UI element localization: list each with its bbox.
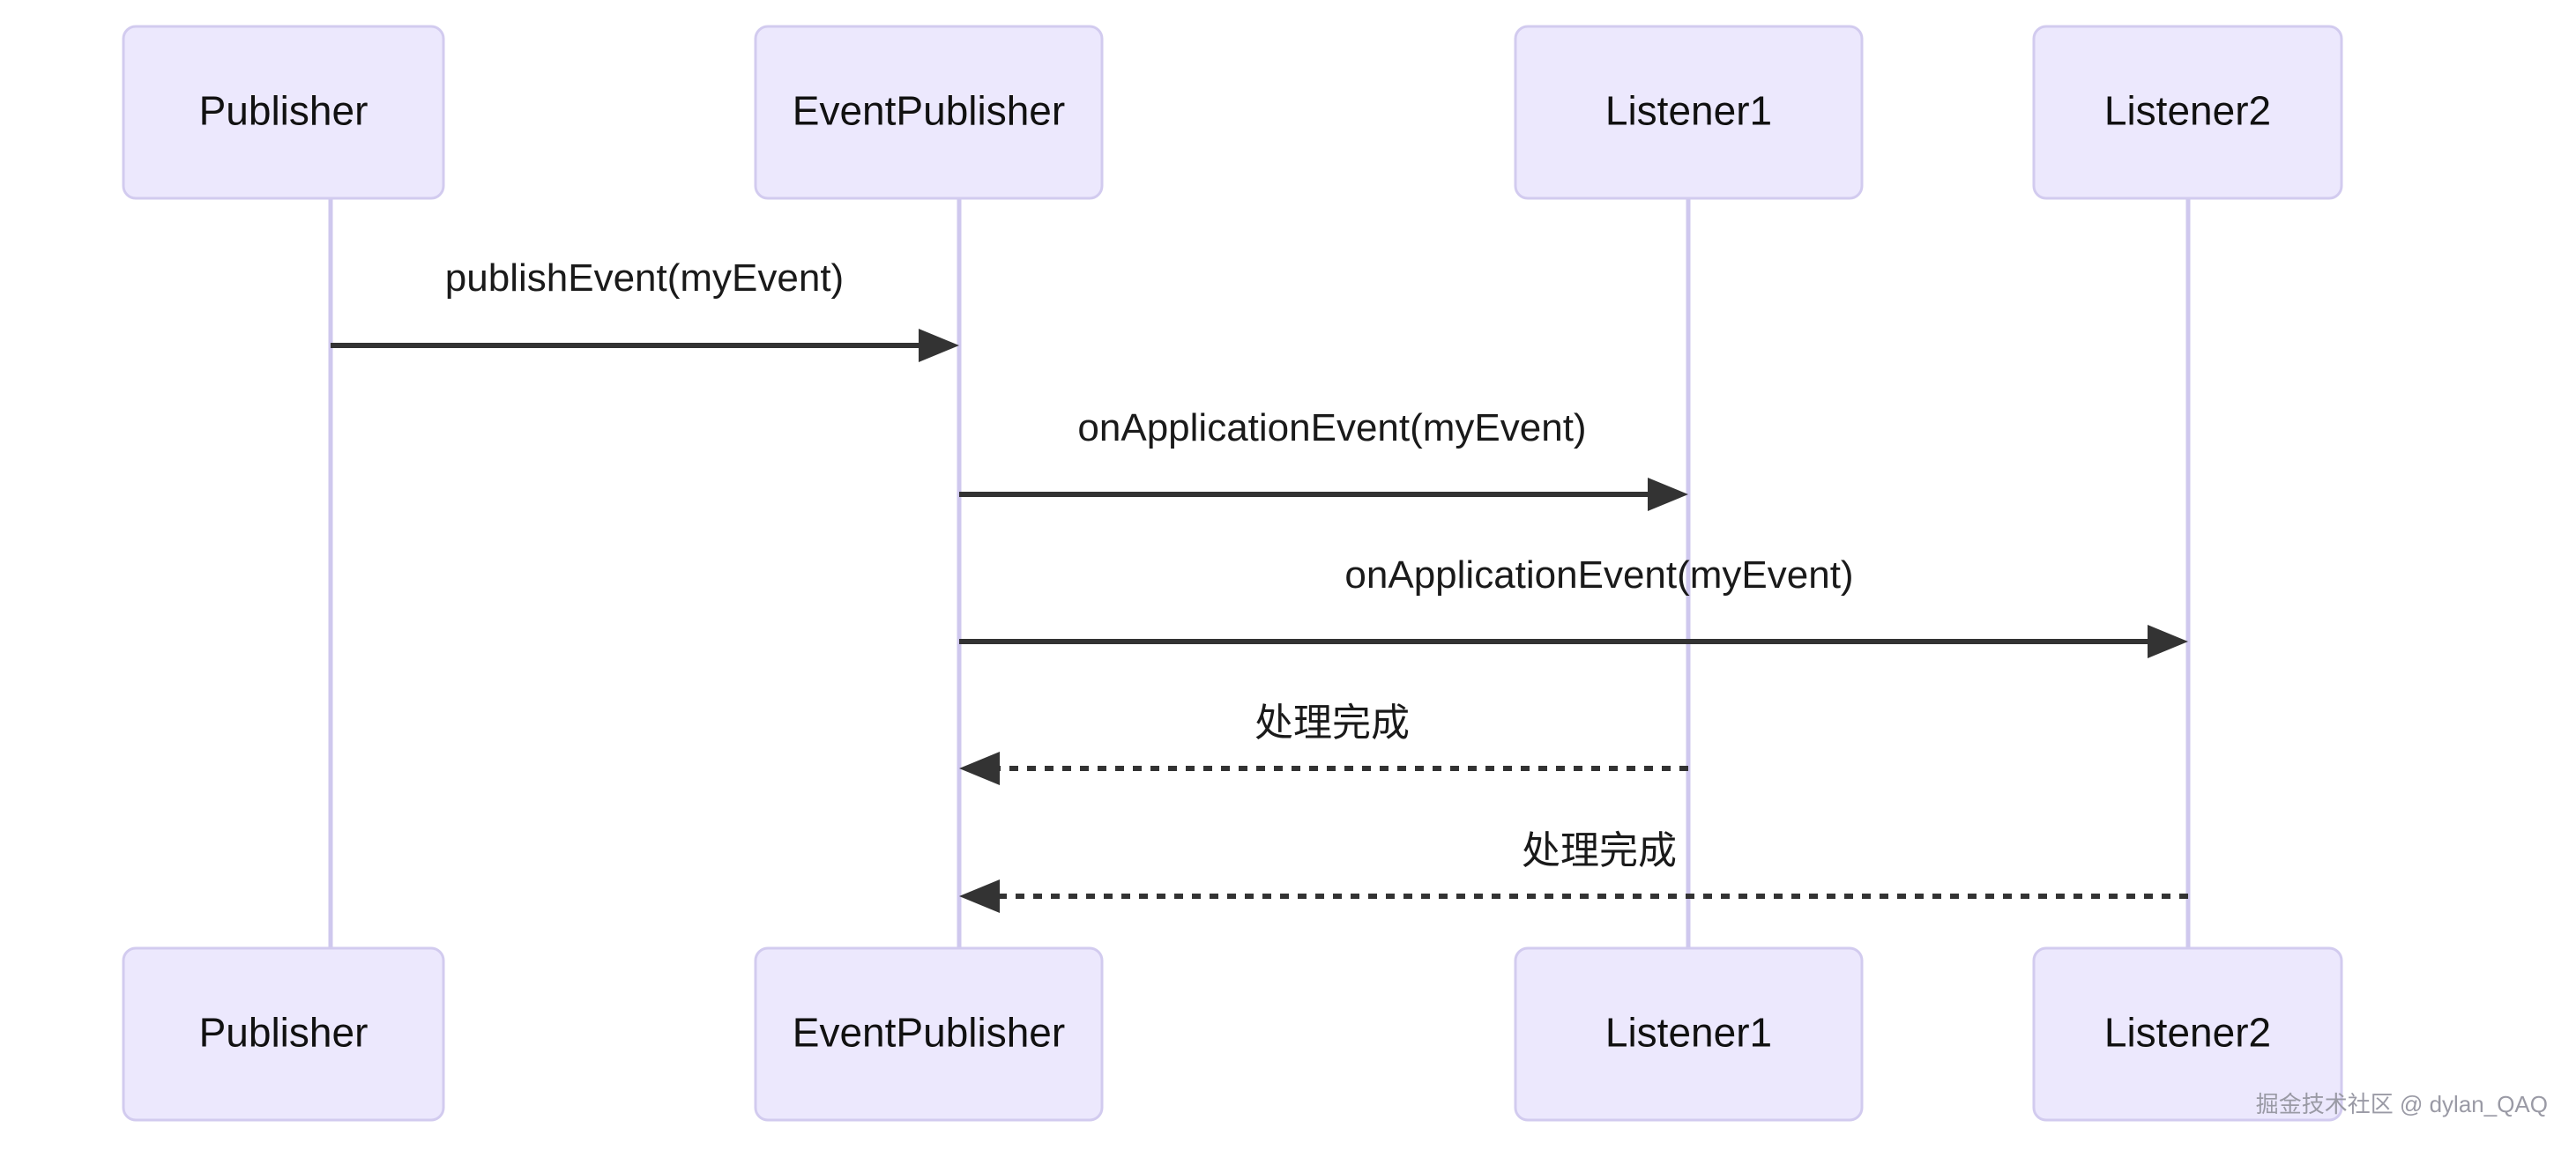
message-2[interactable]: onApplicationEvent(myEvent) bbox=[959, 406, 1688, 511]
actor-label-eventPublisher: EventPublisher bbox=[793, 1010, 1065, 1056]
actor-label-publisher: Publisher bbox=[199, 1010, 369, 1056]
actor-box-rect bbox=[1514, 946, 1864, 1122]
actor-label-listener1: Listener1 bbox=[1605, 1010, 1772, 1056]
actor-label-listener2: Listener2 bbox=[2104, 1010, 2271, 1056]
actor-box-bottom-listener1[interactable]: Listener1 bbox=[1514, 946, 1864, 1122]
actor-box-bottom-listener2[interactable]: Listener2 bbox=[2032, 946, 2343, 1122]
message-label-5: 处理完成 bbox=[1522, 829, 1677, 872]
bottom-actor-boxes-group: Publisher EventPublisher Listener1 Listener… bbox=[122, 946, 2343, 1122]
actor-box-bottom-publisher[interactable]: Publisher bbox=[122, 946, 445, 1122]
actor-box-rect bbox=[754, 25, 1104, 200]
actor-box-rect bbox=[2032, 946, 2343, 1122]
message-arrowhead-3 bbox=[2148, 625, 2188, 658]
actor-box-rect bbox=[1514, 25, 1864, 200]
message-5[interactable]: 处理完成 bbox=[959, 829, 2188, 913]
watermark-label: 掘金技术社区 @ dylan_QAQ bbox=[2256, 1091, 2548, 1117]
watermark-group: 掘金技术社区 @ dylan_QAQ bbox=[2256, 1091, 2548, 1117]
actor-box-top-publisher[interactable]: Publisher bbox=[122, 25, 445, 200]
message-1[interactable]: publishEvent(myEvent) bbox=[331, 256, 959, 362]
message-arrowhead-2 bbox=[1648, 478, 1688, 511]
actor-box-rect bbox=[2032, 25, 2343, 200]
message-4[interactable]: 处理完成 bbox=[959, 701, 1688, 785]
actor-box-rect bbox=[122, 25, 445, 200]
actor-label-listener1: Listener1 bbox=[1605, 88, 1772, 134]
actor-box-top-listener2[interactable]: Listener2 bbox=[2032, 25, 2343, 200]
actor-box-rect bbox=[122, 946, 445, 1122]
actor-box-bottom-eventPublisher[interactable]: EventPublisher bbox=[754, 946, 1104, 1122]
message-arrowhead-1 bbox=[919, 329, 959, 362]
actor-box-top-eventPublisher[interactable]: EventPublisher bbox=[754, 25, 1104, 200]
messages-group: publishEvent(myEvent) onApplicationEvent(… bbox=[331, 256, 2188, 913]
message-label-2: onApplicationEvent(myEvent) bbox=[1077, 406, 1586, 449]
message-label-3: onApplicationEvent(myEvent) bbox=[1344, 553, 1853, 597]
actor-box-rect bbox=[754, 946, 1104, 1122]
message-label-4: 处理完成 bbox=[1254, 701, 1410, 745]
message-arrowhead-5 bbox=[959, 879, 1000, 913]
message-label-1: publishEvent(myEvent) bbox=[445, 256, 844, 300]
actor-label-listener2: Listener2 bbox=[2104, 88, 2271, 134]
actor-box-top-listener1[interactable]: Listener1 bbox=[1514, 25, 1864, 200]
actor-label-publisher: Publisher bbox=[199, 88, 369, 134]
actor-label-eventPublisher: EventPublisher bbox=[793, 88, 1065, 134]
top-actor-boxes-group: Publisher EventPublisher Listener1 Listener… bbox=[122, 25, 2343, 200]
lifelines-group bbox=[328, 198, 2191, 948]
message-3[interactable]: onApplicationEvent(myEvent) bbox=[959, 553, 2188, 658]
message-arrowhead-4 bbox=[959, 752, 1000, 785]
